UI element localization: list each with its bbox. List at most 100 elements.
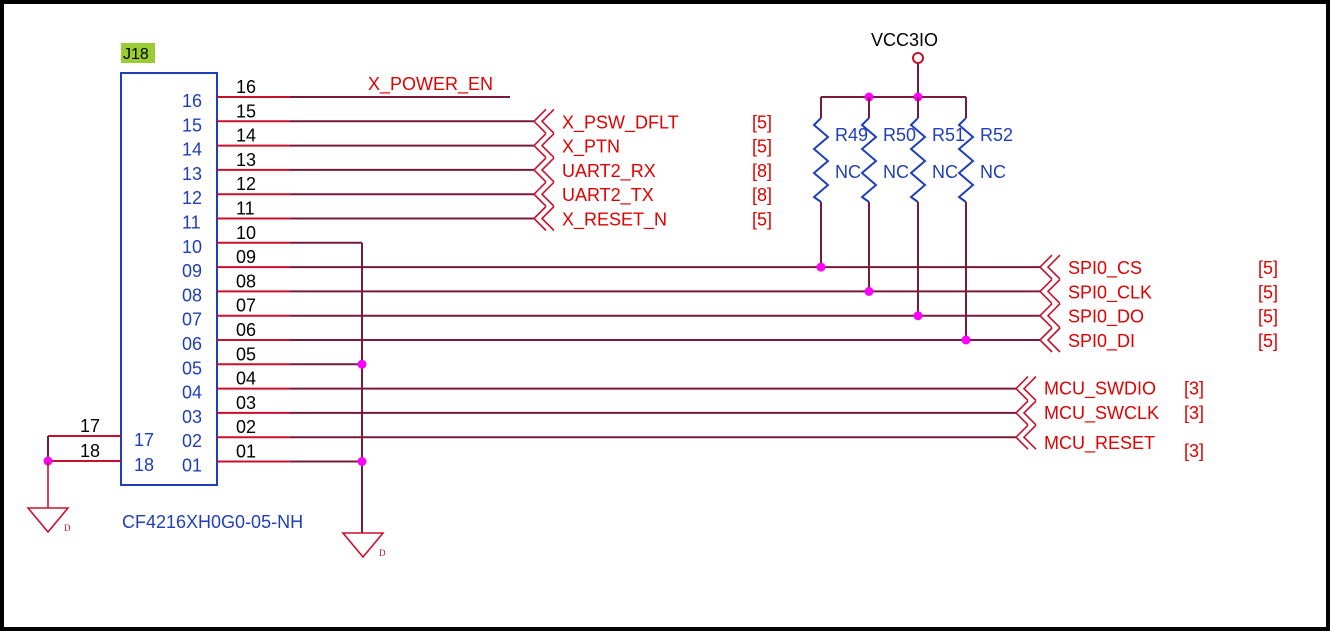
- offpage-chevron: [1046, 254, 1061, 280]
- net-label-power-en: X_POWER_EN: [368, 74, 493, 95]
- pin-group: 1616151514141313121211111010090908080707…: [48, 77, 290, 476]
- net-page-ref: [3]: [1184, 441, 1204, 461]
- pin-number-inner: 12: [182, 188, 202, 208]
- shield-pin-label-outer: 17: [80, 416, 100, 436]
- net-label: SPI0_DI: [1068, 331, 1135, 352]
- pin-label-outer: 09: [236, 247, 256, 267]
- net-page-ref: [8]: [752, 161, 772, 181]
- offpage-chevron: [1014, 376, 1029, 402]
- pin-number-inner: 05: [182, 358, 202, 378]
- pin-number-inner: 09: [182, 261, 202, 281]
- junction-dot: [913, 311, 923, 321]
- pin-number-inner: 03: [182, 407, 202, 427]
- net-label: UART2_RX: [562, 161, 656, 182]
- shield-pin-number-inner: 17: [134, 430, 154, 450]
- pin-number-inner: 14: [182, 140, 202, 160]
- wire-group: [43, 63, 1040, 533]
- shield-pin-label-outer: 18: [80, 441, 100, 461]
- net-label: SPI0_DO: [1068, 307, 1144, 328]
- pin-number-inner: 02: [182, 431, 202, 451]
- junction-dot: [357, 359, 367, 369]
- pin-number-inner: 10: [182, 237, 202, 257]
- net-page-ref: [5]: [1258, 331, 1278, 351]
- net-page-ref: [3]: [1184, 403, 1204, 423]
- power-port-circle: [912, 52, 924, 64]
- pin-label-outer: 12: [236, 174, 256, 194]
- pin-number-inner: 04: [182, 383, 202, 403]
- offpage-chevron: [540, 133, 555, 159]
- offpage-chevron: [1038, 278, 1053, 304]
- pin-number-inner: 15: [182, 115, 202, 135]
- vcc3io-power-symbol: VCC3IO: [871, 30, 938, 64]
- net-page-ref: [5]: [1258, 282, 1278, 302]
- pin-number-inner: 13: [182, 164, 202, 184]
- ground-symbol-left: D: [26, 461, 71, 534]
- resistor-value: NC: [980, 162, 1006, 182]
- net-label: MCU_SWCLK: [1044, 403, 1159, 424]
- resistor-value: NC: [883, 162, 909, 182]
- pin-number-inner: 01: [182, 456, 202, 476]
- pin-label-outer: 04: [236, 369, 256, 389]
- offpage-chevron: [1038, 303, 1053, 329]
- power-label: VCC3IO: [871, 30, 938, 50]
- net-page-ref: [5]: [752, 112, 772, 132]
- pin-label-outer: 03: [236, 393, 256, 413]
- net-page-ref: [5]: [752, 210, 772, 230]
- offpage-chevron: [532, 108, 547, 134]
- connector-part-number: CF4216XH0G0-05-NH: [122, 512, 303, 532]
- offpage-chevron: [1014, 400, 1029, 426]
- net-page-ref: [3]: [1184, 379, 1204, 399]
- pin-label-outer: 01: [236, 442, 256, 462]
- resistor-zigzag: [909, 117, 927, 203]
- pin-label-outer: 11: [236, 199, 255, 219]
- net-label: MCU_RESET: [1044, 433, 1155, 454]
- net-label-group: X_POWER_EN X_PSW_DFLT [5] X_PTN [5] UART2_RX […: [368, 74, 1278, 461]
- refdes-highlight: [121, 43, 155, 63]
- offpage-chevron: [540, 205, 555, 232]
- resistor-zigzag: [957, 117, 975, 203]
- pin-number-inner: 08: [182, 285, 202, 305]
- offpage-chevron: [1046, 327, 1061, 353]
- junction-dot: [816, 262, 826, 272]
- pin-label-outer: 13: [236, 150, 256, 170]
- offpage-chevron: [1014, 424, 1029, 450]
- ground-symbol-right: D: [341, 532, 386, 559]
- pin-label-outer: 02: [236, 417, 256, 437]
- net-label: SPI0_CS: [1068, 258, 1142, 279]
- connector-body: [120, 72, 218, 486]
- resistor-value: NC: [932, 162, 958, 182]
- connector-refdes: J18: [123, 46, 149, 63]
- junction-dot: [357, 457, 367, 466]
- ground-label-right: D: [379, 548, 386, 558]
- net-label: X_PSW_DFLT: [562, 112, 679, 133]
- net-label: X_PTN: [562, 137, 620, 158]
- offpage-chevron: [1038, 254, 1053, 280]
- offpage-chevron: [532, 133, 547, 159]
- pin-label-outer: 15: [236, 101, 256, 121]
- shield-pin-number-inner: 18: [134, 455, 154, 475]
- offpage-chevron: [1022, 400, 1037, 426]
- net-label: MCU_SWDIO: [1044, 379, 1156, 400]
- pin-number-inner: 06: [182, 334, 202, 354]
- net-label: SPI0_CLK: [1068, 282, 1152, 303]
- resistor-refdes: R51: [932, 125, 965, 145]
- ground-label-left: D: [64, 523, 71, 533]
- offpage-chevron: [1022, 376, 1037, 402]
- pin-label-outer: 16: [236, 77, 256, 97]
- offpage-chevron: [1022, 424, 1037, 450]
- offpage-chevron: [540, 181, 555, 207]
- resistor-refdes: R50: [883, 125, 916, 145]
- pin-label-outer: 10: [236, 223, 256, 243]
- resistor-refdes: R49: [835, 125, 868, 145]
- pin-label-outer: 07: [236, 296, 256, 316]
- junction-dot: [961, 335, 971, 345]
- pin-label-outer: 06: [236, 320, 256, 340]
- offpage-chevron: [540, 157, 555, 183]
- pin-number-inner: 16: [182, 91, 202, 111]
- net-label: X_RESET_N: [562, 210, 667, 231]
- offpage-chevron: [532, 205, 547, 232]
- resistor-zigzag: [812, 117, 830, 203]
- net-page-ref: [5]: [1258, 258, 1278, 278]
- junction-dot: [864, 286, 874, 296]
